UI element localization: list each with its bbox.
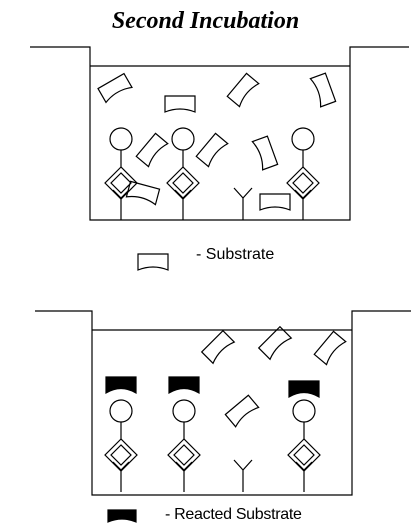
capture-antibody [233,187,253,221]
antibody-antigen-enzyme-complex [287,399,321,493]
antibody-antigen-enzyme-complex [166,127,200,221]
capture-antibody [233,459,253,493]
reacted-substrate [168,376,200,395]
substrate-legend-icon [137,253,169,271]
antibody-antigen-enzyme-complex [167,399,201,493]
substrate-legend-label: - Substrate [196,246,275,263]
reacted-substrate [105,376,137,395]
antibody-antigen-enzyme-complex [286,127,320,221]
bottom-well [35,310,411,496]
reacted-substrate [288,380,320,399]
diagram-title: Second Incubation [111,8,300,34]
reacted-substrate-legend-label: - Reacted Substrate [165,506,302,523]
top-well [30,46,409,221]
reacted-substrate-legend-icon [107,509,137,523]
antibody-antigen-enzyme-complex [104,399,138,493]
antibody-antigen-enzyme-complex [104,127,138,221]
